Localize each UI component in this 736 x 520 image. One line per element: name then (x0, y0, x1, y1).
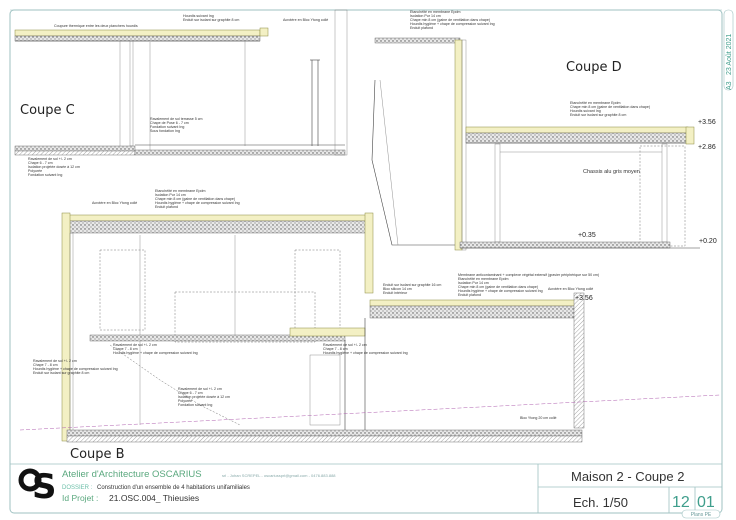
svg-text:Coupure thermique entre les de: Coupure thermique entre les deux planche… (54, 24, 138, 28)
svg-text:Isolation Pur 14 cm: Isolation Pur 14 cm (155, 193, 186, 197)
sheet-date: 23 Août 2021 (726, 34, 733, 75)
plans-tag: Plans PE (691, 512, 712, 518)
svg-text:Hourdis hygiène + chape de com: Hourdis hygiène + chape de compression s… (155, 201, 240, 205)
svg-text:Hourdis hygiène + chape de com: Hourdis hygiène + chape de compression s… (410, 22, 495, 26)
sheet-number-major: 12 (672, 494, 690, 511)
svg-text:Chape min 8 cm (gaine de venti: Chape min 8 cm (gaine de ventilation dan… (155, 197, 235, 201)
svg-text:Chape 7 - 8 cm: Chape 7 - 8 cm (113, 347, 138, 351)
svg-text:Chape min 8 cm (gaine de venti: Chape min 8 cm (gaine de ventilation dan… (570, 105, 650, 109)
svg-text:Fondation suivant Ing: Fondation suivant Ing (28, 173, 62, 177)
svg-text:Isolation projetée dosée à 12: Isolation projetée dosée à 12 cm (178, 395, 230, 399)
svg-text:Enduit sur isolant sur graphit: Enduit sur isolant sur graphite 8 cm (33, 371, 89, 375)
svg-text:Hourdis hygiène + chape de com: Hourdis hygiène + chape de compression s… (458, 289, 543, 293)
svg-text:Acrotère en Bloc Ytong collé: Acrotère en Bloc Ytong collé (92, 201, 137, 205)
svg-text:Enduit sur isolant sur graphit: Enduit sur isolant sur graphite 8 cm (183, 18, 239, 22)
svg-text:Ravalement de sol +/- 2 cm: Ravalement de sol +/- 2 cm (178, 387, 222, 391)
svg-text:Ravalement de sol +/- 2 cm: Ravalement de sol +/- 2 cm (323, 343, 367, 347)
svg-text:Enduit plafond: Enduit plafond (155, 205, 178, 209)
firm-name: Atelier d'Architecture OSCARIUS (62, 469, 202, 480)
dossier-label: DOSSIER : (62, 485, 93, 491)
sheet-format: A3 (726, 81, 733, 90)
section-coupe-d: Coupe D Chassis alu gris moyen +3.56 +2.… (371, 10, 717, 251)
svg-text:Chape 6 - 7 cm: Chape 6 - 7 cm (28, 161, 53, 165)
level-d-top: +3.56 (698, 119, 716, 126)
svg-text:Enduit plafond: Enduit plafond (410, 26, 433, 30)
svg-text:Chape de Pose 6 - 7 cm: Chape de Pose 6 - 7 cm (150, 121, 189, 125)
level-d-floor-out: +0.20 (699, 238, 717, 245)
svg-text:Hourdis hygiène + chape de com: Hourdis hygiène + chape de compression s… (113, 351, 198, 355)
svg-text:Chape min 8 cm (gaine de venti: Chape min 8 cm (gaine de ventilation dan… (458, 285, 538, 289)
svg-text:Etanchéité en membrane Epdm: Etanchéité en membrane Epdm (458, 277, 509, 281)
svg-text:Ravalement de sol +/- 2 cm: Ravalement de sol +/- 2 cm (33, 359, 77, 363)
svg-text:Hourdis hygiène + chape de com: Hourdis hygiène + chape de compression s… (323, 351, 408, 355)
svg-text:Chape 7 - 8 cm: Chape 7 - 8 cm (33, 363, 58, 367)
svg-text:Isolation projetée dosée à 12: Isolation projetée dosée à 12 cm (28, 165, 80, 169)
section-title-coupe-d: Coupe D (566, 60, 622, 75)
svg-text:Polyurée: Polyurée (178, 399, 192, 403)
project-value: 21.OSC.004_ Thieusies (109, 493, 199, 503)
svg-text:Etanchéité en membrane Epdm: Etanchéité en membrane Epdm (410, 10, 461, 14)
sheet-number-minor: 01 (697, 494, 715, 511)
scale: Ech. 1/50 (573, 495, 628, 510)
svg-text:Enduit sur isolant sur graphit: Enduit sur isolant sur graphite 8 cm (570, 113, 626, 117)
svg-text:Ravalement de sol +/- 2 cm: Ravalement de sol +/- 2 cm (113, 343, 157, 347)
svg-text:Isolation Pur 14 cm: Isolation Pur 14 cm (410, 14, 441, 18)
section-title-coupe-c: Coupe C (20, 103, 75, 118)
svg-text:Sous fondation Ing: Sous fondation Ing (150, 129, 180, 133)
svg-text:S: S (32, 467, 57, 507)
section-coupe-b: Coupe B +3.56 Etanchéité en membrane Epd… (19, 189, 721, 462)
svg-text:Bloc Ytong 20 cm collé: Bloc Ytong 20 cm collé (520, 416, 557, 420)
svg-text:Acrotère en Bloc Ytong collé: Acrotère en Bloc Ytong collé (548, 287, 593, 291)
dossier-value: Construction d'un ensemble de 4 habitati… (97, 485, 250, 491)
svg-text:Hourdis suivant Ing: Hourdis suivant Ing (183, 14, 214, 18)
svg-text:Chape 6 - 7 cm: Chape 6 - 7 cm (178, 391, 203, 395)
section-coupe-c: Coupe C Coupure thermique entre les deux… (14, 9, 348, 177)
level-d-floor-in: +0.35 (578, 232, 596, 239)
project-label: Id Projet : (62, 493, 98, 503)
svg-text:Membrane anticontaminant + com: Membrane anticontaminant + complexe végé… (458, 273, 599, 277)
svg-text:Polyurée: Polyurée (28, 169, 42, 173)
svg-text:Ravalement de sol terrasse 5 c: Ravalement de sol terrasse 5 cm (150, 117, 203, 121)
title-block: S Atelier d'Architecture OSCARIUS srl - … (10, 463, 722, 519)
svg-text:Hourdis suivant Ing: Hourdis suivant Ing (570, 109, 601, 113)
sheet-side-tab: A3 23 Août 2021 (723, 9, 734, 91)
svg-text:Fondation suivant Ing: Fondation suivant Ing (178, 403, 212, 407)
svg-text:Etanchéité en membrane Epdm: Etanchéité en membrane Epdm (155, 189, 206, 193)
level-b-roof: +3.56 (575, 295, 593, 302)
firm-details: srl - Johan SCREPEL - oscariussprl@gmail… (222, 473, 336, 478)
level-d-ceiling: +2.86 (698, 144, 716, 151)
section-title-coupe-b: Coupe B (70, 447, 125, 462)
svg-text:Ravalement de sol +/- 2 cm: Ravalement de sol +/- 2 cm (28, 157, 72, 161)
svg-text:Enduit intérieur: Enduit intérieur (383, 291, 408, 295)
svg-text:Fondation suivant Ing: Fondation suivant Ing (150, 125, 184, 129)
chassis-label: Chassis alu gris moyen (583, 169, 640, 175)
svg-text:Enduit sur isolant sur graphit: Enduit sur isolant sur graphite 16 cm (383, 283, 441, 287)
svg-text:Hourdis hygiène + chape de com: Hourdis hygiène + chape de compression s… (33, 367, 118, 371)
svg-text:Chape 7 - 8 cm: Chape 7 - 8 cm (323, 347, 348, 351)
svg-text:Isolation Pur 14 cm: Isolation Pur 14 cm (458, 281, 489, 285)
svg-text:Bloc silicon 14 cm: Bloc silicon 14 cm (383, 287, 412, 291)
sheet-title: Maison 2 - Coupe 2 (571, 469, 684, 484)
svg-text:Chape min 8 cm (gaine de venti: Chape min 8 cm (gaine de ventilation dan… (410, 18, 490, 22)
svg-text:Enduit plafond: Enduit plafond (458, 293, 481, 297)
svg-text:Etanchéité en membrane Epdm: Etanchéité en membrane Epdm (570, 101, 621, 105)
svg-text:Acrotère en Bloc Ytong collé: Acrotère en Bloc Ytong collé (283, 18, 328, 22)
oscarius-logo: S (18, 467, 57, 507)
